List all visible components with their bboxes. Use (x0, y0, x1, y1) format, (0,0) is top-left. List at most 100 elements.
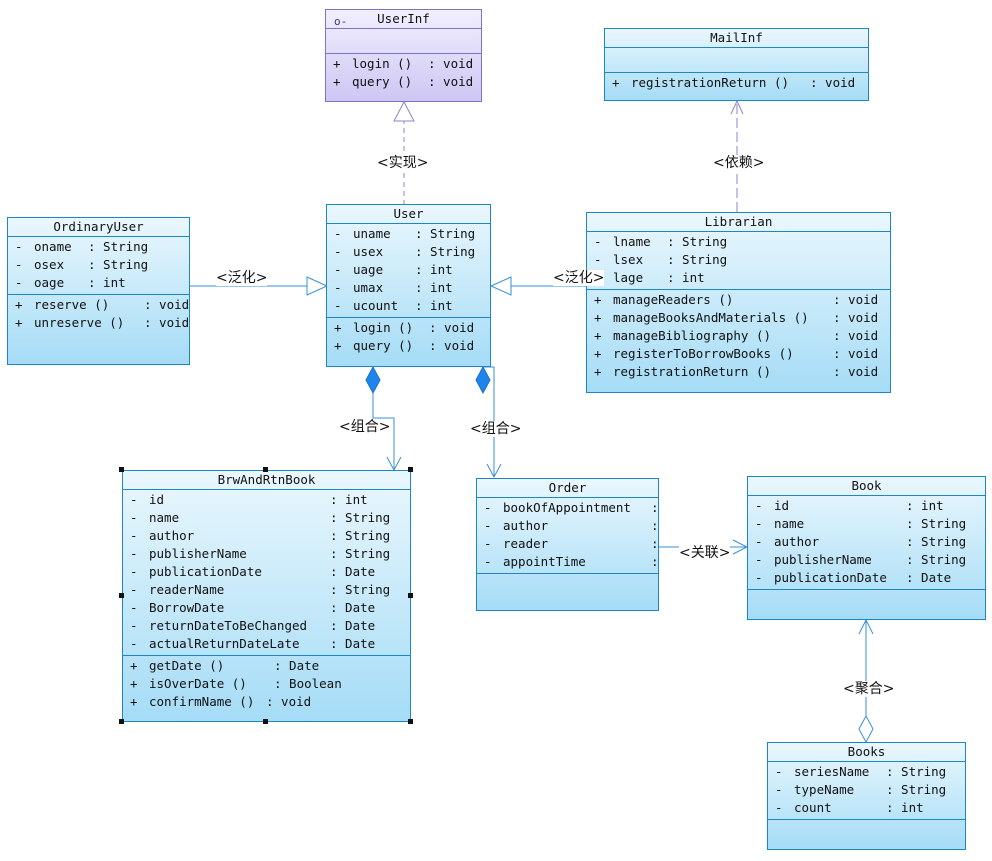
attribute-row: -actualReturnDateLate: Date (130, 636, 376, 651)
selection-handle[interactable] (263, 719, 268, 724)
operation-section: +getDate (): Date +isOverDate (): Boolea… (123, 656, 410, 713)
aggregation-diamond (858, 714, 874, 744)
attribute-row: -oname: String (15, 239, 149, 254)
class-title: Order (548, 480, 587, 495)
attribute-row: -uname: String (334, 226, 476, 241)
class-user[interactable]: User -uname: String -usex: String -uage:… (326, 204, 491, 367)
class-book[interactable]: Book -id: int -name: String -author: Str… (747, 476, 986, 620)
attribute-row: -id: int (755, 498, 944, 513)
attribute-row: -bookOfAppointment: (484, 500, 659, 515)
class-title: User (393, 206, 424, 221)
composition-left-line (372, 393, 395, 470)
realization-arrowhead (393, 100, 415, 122)
operation-row: +confirmName (): void (130, 694, 312, 709)
operation-row: +getDate (): Date (130, 658, 320, 673)
aggregation-arrowhead (858, 618, 874, 635)
selection-handle[interactable] (119, 719, 124, 724)
operation-row: +manageReaders (): void (594, 292, 879, 307)
operation-section: +reserve (): void +unreserve (): void (8, 295, 189, 334)
class-librarian[interactable]: Librarian -lname: String -lsex: String -… (586, 212, 891, 393)
attribute-row: -name: String (130, 510, 391, 525)
class-title: MailInf (710, 30, 763, 45)
composition-left-label: <组合> (339, 419, 391, 435)
aggregation-label: <聚合> (843, 681, 895, 697)
attribute-row: -reader: (484, 536, 659, 551)
selection-handle[interactable] (408, 719, 413, 724)
operation-row: +manageBibliography (): void (594, 328, 879, 343)
class-title: BrwAndRtnBook (217, 472, 316, 487)
operation-section: +login (): void +query (): void (326, 54, 481, 93)
attribute-section: -lname: String -lsex: String -lage: int (587, 232, 890, 290)
attribute-row: -lname: String (594, 234, 728, 249)
attribute-section (605, 48, 868, 73)
attribute-row: -publisherName: String (755, 552, 967, 567)
attribute-section: -oname: String -osex: String -oage: int (8, 237, 189, 295)
attribute-row: -readerName: String (130, 582, 391, 597)
attribute-row: -name: String (755, 516, 967, 531)
selection-handle[interactable] (119, 593, 124, 598)
operation-section (768, 820, 965, 845)
attribute-row: -osex: String (15, 257, 149, 272)
class-ordinaryuser[interactable]: OrdinaryUser -oname: String -osex: Strin… (7, 217, 190, 365)
dependency-label: <依赖> (713, 155, 765, 171)
attribute-row: -oage: int (15, 275, 126, 290)
operation-row: +query (): void (333, 74, 474, 89)
attribute-row: -usex: String (334, 244, 476, 259)
class-title: UserInf (377, 11, 430, 26)
attribute-row: -typeName: String (775, 782, 947, 797)
attribute-row: -lage: int (594, 270, 705, 285)
attribute-section: -id: int -name: String -author: String -… (123, 490, 410, 656)
attribute-section: -uname: String -usex: String -uage: int … (327, 224, 490, 318)
attribute-row: -author: String (130, 528, 391, 543)
attribute-row: -BorrowDate: Date (130, 600, 376, 615)
attribute-row: -ucount: int (334, 298, 453, 313)
attribute-row: -returnDateToBeChanged: Date (130, 618, 376, 633)
operation-row: +login (): void (334, 320, 475, 335)
generalization-left-label: <泛化> (216, 270, 268, 286)
attribute-row: -umax: int (334, 280, 453, 295)
class-title: Book (851, 478, 882, 493)
generalization-left-arrowhead (306, 276, 329, 296)
class-title: OrdinaryUser (53, 219, 144, 234)
composition-right-label: <组合> (470, 421, 522, 437)
attribute-row: -count: int (775, 800, 924, 815)
attribute-section: -seriesName: String -typeName: String -c… (768, 762, 965, 820)
selection-handle[interactable] (263, 467, 268, 472)
class-order[interactable]: Order -bookOfAppointment: -author: -read… (476, 478, 659, 611)
attribute-row: -lsex: String (594, 252, 728, 267)
operation-section (477, 574, 658, 603)
class-title: Books (847, 744, 886, 759)
generalization-right-arrowhead (489, 276, 512, 296)
attribute-row: -seriesName: String (775, 764, 947, 779)
attribute-section: -bookOfAppointment: -author: -reader: -a… (477, 498, 659, 574)
operation-row: +unreserve (): void (15, 315, 190, 330)
attribute-section: -id: int -name: String -author: String -… (748, 496, 985, 590)
class-title: Librarian (704, 214, 773, 229)
dependency-arrowhead (730, 99, 744, 115)
operation-section: +registrationReturn (): void (605, 73, 868, 94)
operation-row: +query (): void (334, 338, 475, 353)
operation-section: +manageReaders (): void +manageBooksAndM… (587, 290, 890, 383)
composition-right-diamond (475, 365, 491, 395)
composition-right-arrowhead (486, 463, 502, 479)
attribute-row: -publicationDate: Date (130, 564, 376, 579)
attribute-row: -author: String (755, 534, 967, 549)
operation-row: +manageBooksAndMaterials (): void (594, 310, 879, 325)
operation-section (748, 590, 985, 615)
operation-row: +reserve (): void (15, 297, 190, 312)
operation-row: +isOverDate (): Boolean (130, 676, 342, 691)
class-mailinf[interactable]: MailInf +registrationReturn (): void (604, 28, 869, 101)
operation-row: +registerToBorrowBooks (): void (594, 346, 879, 361)
generalization-right-label: <泛化> (553, 270, 605, 286)
operation-section: +login (): void +query (): void (327, 318, 490, 357)
selection-handle[interactable] (408, 467, 413, 472)
selection-handle[interactable] (408, 593, 413, 598)
operation-row: +registrationReturn (): void (594, 364, 879, 379)
realization-label: <实现> (377, 155, 429, 171)
class-books[interactable]: Books -seriesName: String -typeName: Str… (767, 742, 966, 850)
selection-handle[interactable] (119, 467, 124, 472)
class-brwandrtnbook[interactable]: BrwAndRtnBook -id: int -name: String -au… (122, 470, 411, 722)
attribute-row: -id: int (130, 492, 368, 507)
class-userinf[interactable]: o-UserInf +login (): void +query (): voi… (325, 9, 482, 102)
attribute-row: -author: (484, 518, 659, 533)
